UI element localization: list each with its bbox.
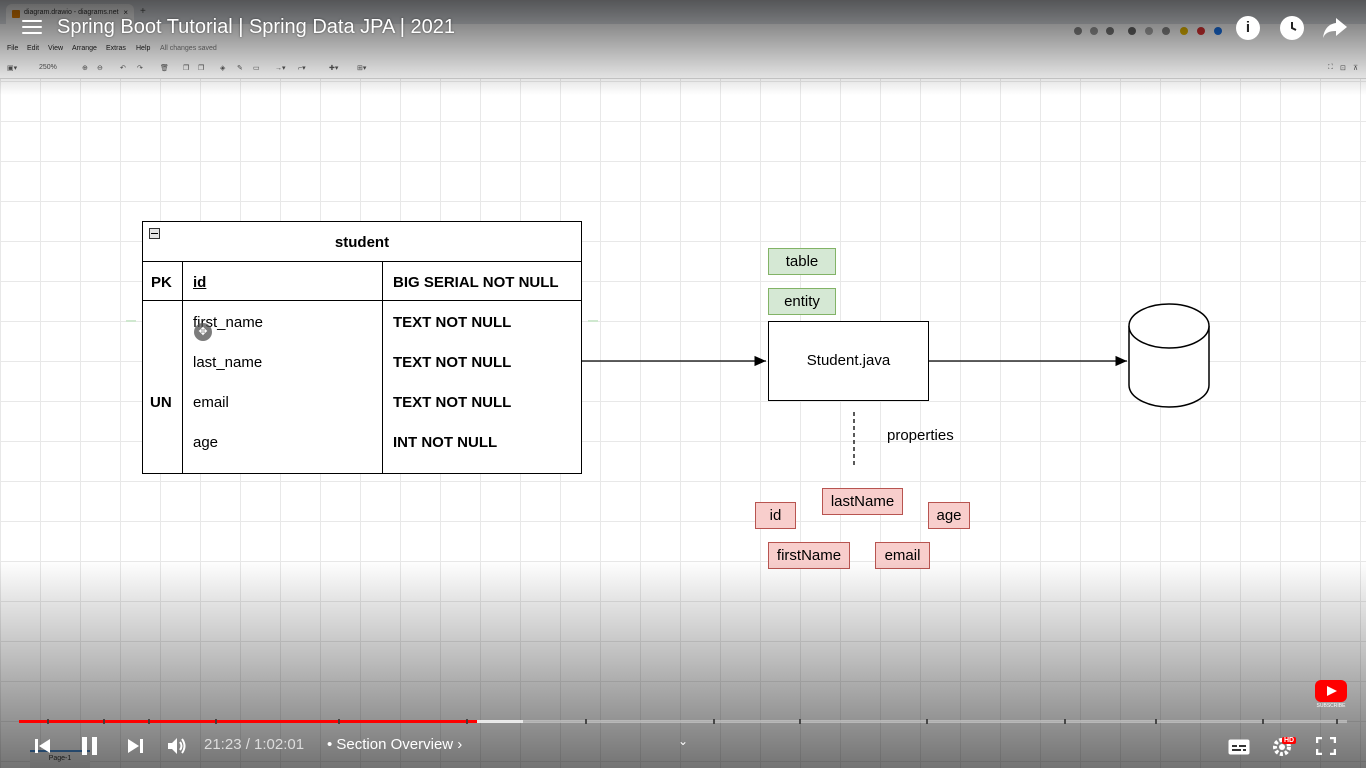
chapter-marker xyxy=(926,719,928,724)
collapse-table-icon[interactable] xyxy=(149,228,160,239)
chevron-down-icon[interactable]: ⌄ xyxy=(678,734,689,748)
watch-later-icon[interactable] xyxy=(1280,16,1304,40)
chapter-marker xyxy=(799,719,801,724)
chapter-marker xyxy=(1262,719,1264,724)
move-cursor-icon: ✥ xyxy=(194,323,212,341)
properties-label: properties xyxy=(887,427,954,444)
property-first-name[interactable]: firstName xyxy=(768,542,850,569)
time-display: 21:23 / 1:02:01 xyxy=(204,736,305,753)
next-icon[interactable] xyxy=(126,737,144,760)
er-field-last-name[interactable]: last_name xyxy=(193,354,263,371)
er-type-age[interactable]: INT NOT NULL xyxy=(393,434,498,451)
chapter-marker xyxy=(1064,719,1066,724)
chapter-marker xyxy=(1155,719,1157,724)
volume-icon[interactable] xyxy=(167,737,189,760)
subscribe-watermark[interactable]: SUBSCRIBE xyxy=(1315,680,1347,709)
er-type-email[interactable]: TEXT NOT NULL xyxy=(393,394,512,411)
er-field-email[interactable]: email xyxy=(193,394,229,411)
share-icon[interactable] xyxy=(1322,16,1348,45)
er-header-divider xyxy=(143,261,581,262)
property-age[interactable]: age xyxy=(928,502,970,529)
chapter-marker xyxy=(103,719,105,724)
chapter-marker xyxy=(713,719,715,724)
info-icon[interactable]: i xyxy=(1236,16,1260,40)
er-key-pk: PK xyxy=(151,274,172,291)
student-er-table[interactable]: student PK id BIG SERIAL NOT NULL first_… xyxy=(142,221,582,474)
property-id[interactable]: id xyxy=(755,502,796,529)
property-last-name[interactable]: lastName xyxy=(822,488,903,515)
database-icon xyxy=(1128,303,1210,408)
video-title[interactable]: Spring Boot Tutorial | Spring Data JPA |… xyxy=(57,16,456,38)
er-type-id[interactable]: BIG SERIAL NOT NULL xyxy=(393,274,559,291)
er-key-column-divider xyxy=(182,261,183,474)
progress-bar[interactable] xyxy=(19,720,1347,723)
chapter-marker xyxy=(215,719,217,724)
chapter-marker xyxy=(1336,719,1338,724)
er-type-last-name[interactable]: TEXT NOT NULL xyxy=(393,354,512,371)
er-type-column-divider xyxy=(382,261,383,474)
er-key-un: UN xyxy=(150,394,172,411)
connection-hint xyxy=(588,320,598,322)
previous-icon[interactable] xyxy=(34,737,52,760)
er-table-name: student xyxy=(334,234,390,251)
chapter-title[interactable]: • Section Overview › xyxy=(327,736,463,753)
connection-hint xyxy=(126,320,136,322)
er-field-id[interactable]: id xyxy=(193,274,207,291)
chapter-marker xyxy=(148,719,150,724)
annotation-table[interactable]: table xyxy=(768,248,836,275)
annotation-entity[interactable]: entity xyxy=(768,288,836,315)
subscribe-text: SUBSCRIBE xyxy=(1316,703,1346,709)
chapter-marker xyxy=(47,719,49,724)
student-java-box[interactable]: Student.java xyxy=(768,321,929,401)
hd-badge: HD xyxy=(1282,737,1297,744)
youtube-logo-icon xyxy=(1315,680,1347,702)
chapter-marker xyxy=(585,719,587,724)
chapter-marker xyxy=(466,719,468,724)
progress-played xyxy=(19,720,477,723)
chapter-marker xyxy=(338,719,340,724)
fullscreen-icon[interactable] xyxy=(1315,736,1337,760)
property-email[interactable]: email xyxy=(875,542,930,569)
er-pk-divider xyxy=(143,300,581,301)
playlist-menu-icon[interactable] xyxy=(22,20,42,36)
pause-icon[interactable] xyxy=(80,736,100,761)
er-type-first-name[interactable]: TEXT NOT NULL xyxy=(393,314,512,331)
subtitles-icon[interactable] xyxy=(1228,739,1250,760)
er-field-age[interactable]: age xyxy=(193,434,219,451)
